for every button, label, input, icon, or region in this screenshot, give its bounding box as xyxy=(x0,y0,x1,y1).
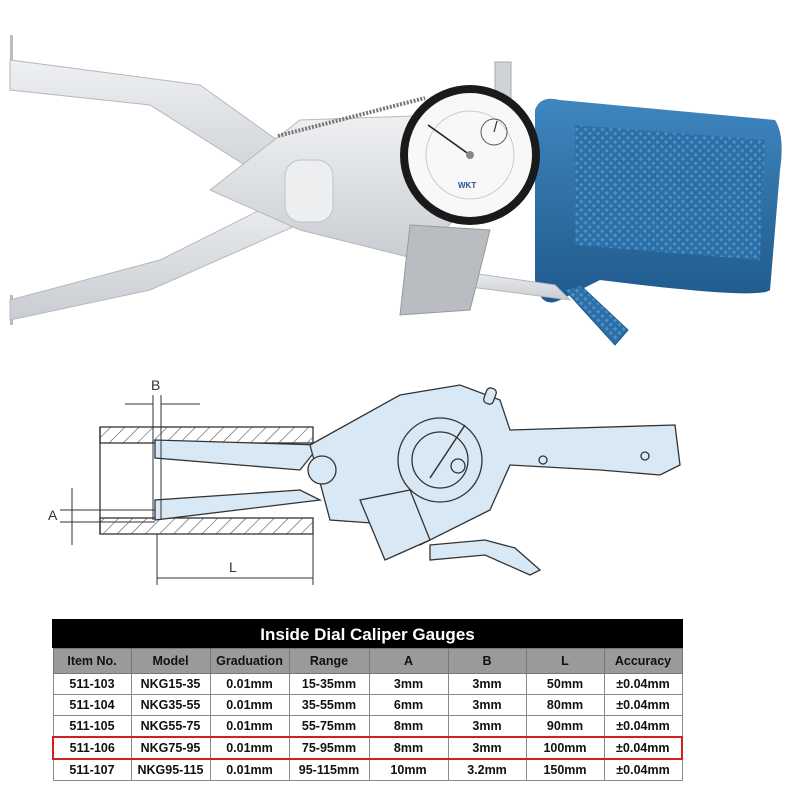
caliper-outline xyxy=(154,384,681,576)
cell-item-no: 511-104 xyxy=(52,694,132,716)
dial-indicator: WKT xyxy=(400,85,540,225)
cell-accuracy: ±0.04mm xyxy=(603,694,683,716)
cell-range: 35-55mm xyxy=(288,694,370,716)
dimension-a: A xyxy=(48,488,155,545)
cell-range: 75-95mm xyxy=(288,736,370,760)
cell-accuracy: ±0.04mm xyxy=(603,673,683,695)
cell-range: 95-115mm xyxy=(288,758,370,781)
cell-l: 100mm xyxy=(525,736,605,760)
cell-b: 3mm xyxy=(447,694,527,716)
cell-l: 90mm xyxy=(525,715,605,738)
technical-diagram: B A L xyxy=(48,377,681,585)
cell-item-no: 511-106 xyxy=(52,736,132,760)
cell-model: NKG55-75 xyxy=(130,715,211,738)
col-l: L xyxy=(525,648,605,674)
dimension-l: L xyxy=(156,534,314,585)
table-row-highlighted: 511-106 NKG75-95 0.01mm 75-95mm 8mm 3mm … xyxy=(52,736,683,760)
cell-b: 3.2mm xyxy=(447,758,527,781)
cell-graduation: 0.01mm xyxy=(209,694,290,716)
table-row: 511-105 NKG55-75 0.01mm 55-75mm 8mm 3mm … xyxy=(52,715,683,738)
cell-model: NKG75-95 xyxy=(130,736,211,760)
table-row: 511-103 NKG15-35 0.01mm 15-35mm 3mm 3mm … xyxy=(52,673,683,695)
dial-needle xyxy=(427,124,471,156)
col-accuracy: Accuracy xyxy=(603,648,683,674)
label-l: L xyxy=(229,559,237,575)
cell-l: 80mm xyxy=(525,694,605,716)
dial-brand-logo: WKT xyxy=(458,181,476,190)
cell-a: 8mm xyxy=(368,715,449,738)
cell-range: 15-35mm xyxy=(288,673,370,695)
spec-table: Inside Dial Caliper Gauges Item No. Mode… xyxy=(52,619,683,781)
cell-item-no: 511-107 xyxy=(52,758,132,781)
label-b: B xyxy=(151,377,160,393)
cell-graduation: 0.01mm xyxy=(209,758,290,781)
cell-b: 3mm xyxy=(447,673,527,695)
handle xyxy=(535,98,782,303)
trigger-icon xyxy=(564,284,629,346)
col-graduation: Graduation xyxy=(209,648,290,674)
cell-a: 10mm xyxy=(368,758,449,781)
cell-model: NKG95-115 xyxy=(130,758,211,781)
col-b: B xyxy=(447,648,527,674)
cell-accuracy: ±0.04mm xyxy=(603,715,683,738)
col-a: A xyxy=(368,648,449,674)
col-item-no: Item No. xyxy=(52,648,132,674)
cell-accuracy: ±0.04mm xyxy=(603,758,683,781)
label-plate xyxy=(399,224,491,316)
product-photo: WKT xyxy=(9,35,782,346)
cell-l: 50mm xyxy=(525,673,605,695)
cell-b: 3mm xyxy=(447,715,527,738)
col-range: Range xyxy=(288,648,370,674)
table-row: 511-107 NKG95-115 0.01mm 95-115mm 10mm 3… xyxy=(52,758,683,781)
cell-a: 6mm xyxy=(368,694,449,716)
col-model: Model xyxy=(130,648,211,674)
table-title: Inside Dial Caliper Gauges xyxy=(52,619,683,648)
label-a: A xyxy=(48,507,58,523)
cell-b: 3mm xyxy=(447,736,527,760)
cell-item-no: 511-103 xyxy=(52,673,132,695)
pivot-screw xyxy=(284,159,334,223)
cell-range: 55-75mm xyxy=(288,715,370,738)
cell-graduation: 0.01mm xyxy=(209,736,290,760)
table-row: 511-104 NKG35-55 0.01mm 35-55mm 6mm 3mm … xyxy=(52,694,683,716)
header-row: Item No. Model Graduation Range A B L Ac… xyxy=(52,648,683,674)
cell-l: 150mm xyxy=(525,758,605,781)
cell-accuracy: ±0.04mm xyxy=(603,736,683,760)
cell-graduation: 0.01mm xyxy=(209,673,290,695)
cell-item-no: 511-105 xyxy=(52,715,132,738)
cell-graduation: 0.01mm xyxy=(209,715,290,738)
spring xyxy=(277,96,426,138)
cell-a: 8mm xyxy=(368,736,449,760)
cell-model: NKG15-35 xyxy=(130,673,211,695)
dimension-b: B xyxy=(125,377,200,520)
cell-model: NKG35-55 xyxy=(130,694,211,716)
cell-a: 3mm xyxy=(368,673,449,695)
